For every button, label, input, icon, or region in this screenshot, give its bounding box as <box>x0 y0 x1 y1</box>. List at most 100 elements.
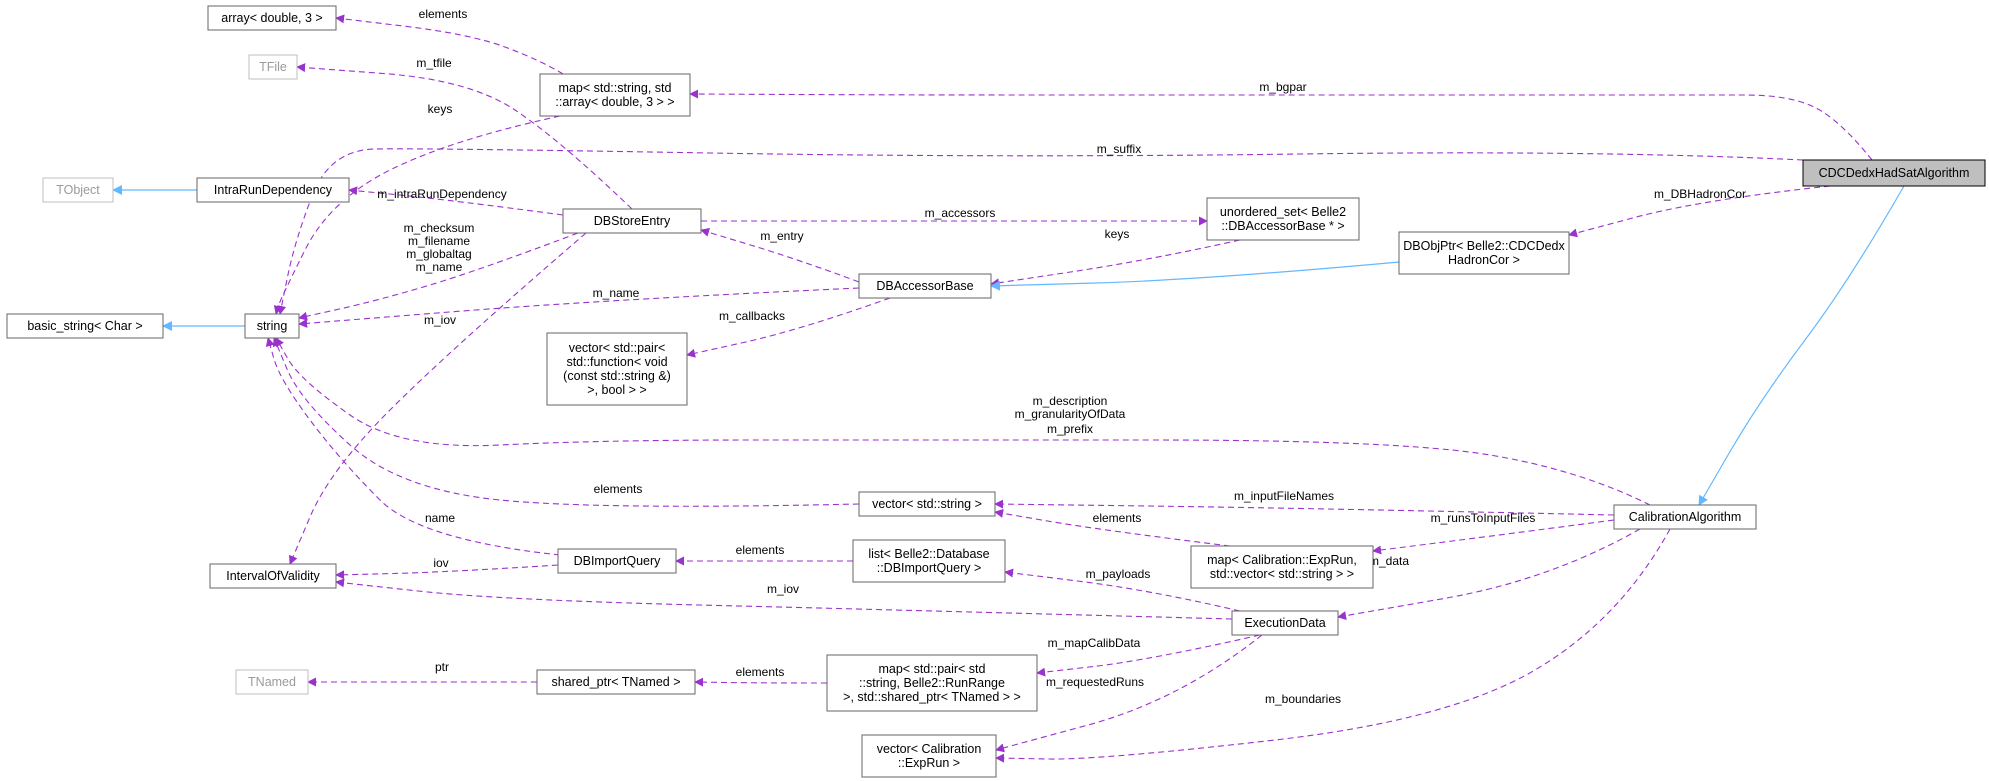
edge-executiondata-to-list-dbimport <box>1004 568 1241 612</box>
edge-dbimportquery-to-string <box>265 337 561 556</box>
edge-dbaccessorbase-to-string <box>298 287 860 328</box>
edge-map-calib-exprun-to-vector-string <box>994 508 1231 547</box>
node-label: DBAccessorBase <box>876 279 973 293</box>
edge-label: m_boundaries <box>1265 692 1341 706</box>
node-box <box>1802 159 1986 187</box>
edge-label: m_name <box>416 260 463 274</box>
edge-dbaccessorbase-to-vector-pair <box>686 297 891 358</box>
node-box <box>42 177 114 203</box>
edge-label: m_iov <box>424 313 456 327</box>
node-box <box>546 332 688 406</box>
edge-cdcdedx-to-map-bgpar <box>689 89 1873 161</box>
node-box <box>536 669 696 695</box>
node-label: std::function< void <box>566 355 667 369</box>
node-cdcdedx[interactable]: CDCDedxHadSatAlgorithm <box>1802 159 1986 187</box>
edge-label: m_mapCalibData <box>1048 636 1141 650</box>
node-intrarundependency[interactable]: IntraRunDependency <box>196 177 350 203</box>
node-vector-exprun[interactable]: vector< Calibration::ExpRun > <box>861 734 997 778</box>
node-box <box>235 669 309 695</box>
node-vector-pair[interactable]: vector< std::pair<std::function< void(co… <box>546 332 688 406</box>
node-label: ::DBImportQuery > <box>877 561 982 575</box>
node-tnamed[interactable]: TNamed <box>235 669 309 695</box>
node-label: DBObjPtr< Belle2::CDCDedx <box>1403 239 1565 253</box>
node-box <box>1190 545 1374 589</box>
edge-label: elements <box>1093 511 1142 525</box>
node-box <box>861 734 997 778</box>
node-label: IntraRunDependency <box>214 183 333 197</box>
edge-label: m_inputFileNames <box>1234 489 1334 503</box>
node-label: basic_string< Char > <box>27 319 142 333</box>
node-string[interactable]: string <box>244 313 300 339</box>
edge-label: m_data <box>1369 554 1409 568</box>
edge-dbstoreentry-to-tfile <box>296 63 633 210</box>
node-dbaccessorbase[interactable]: DBAccessorBase <box>858 273 992 299</box>
edge-label: m_requestedRuns <box>1046 675 1144 689</box>
node-box <box>826 654 1038 712</box>
edge-label: m_tfile <box>416 56 452 70</box>
node-unordered-set[interactable]: unordered_set< Belle2::DBAccessorBase * … <box>1206 197 1360 241</box>
node-map-calib-exprun[interactable]: map< Calibration::ExpRun,std::vector< st… <box>1190 545 1374 589</box>
node-label: TFile <box>259 60 287 74</box>
edge-label: elements <box>419 7 468 21</box>
node-dbstoreentry[interactable]: DBStoreEntry <box>562 208 702 234</box>
node-label: array< double, 3 > <box>221 11 322 25</box>
node-box <box>248 54 298 80</box>
node-label: shared_ptr< TNamed > <box>551 675 680 689</box>
node-label: string <box>257 319 288 333</box>
node-label: IntervalOfValidity <box>226 569 320 583</box>
node-label: (const std::string &) <box>563 369 671 383</box>
edge-label: iov <box>433 556 448 570</box>
node-box <box>539 73 691 117</box>
node-label: ::ExpRun > <box>898 756 960 770</box>
edge-vector-string-to-string <box>272 337 860 507</box>
edge-calibrationalgorithm-to-vector-string <box>994 499 1615 516</box>
edge-label: m_iov <box>767 582 799 596</box>
node-tfile[interactable]: TFile <box>248 54 298 80</box>
edge-calibrationalgorithm-to-string <box>275 337 1651 506</box>
edge-label: m_bgpar <box>1259 80 1306 94</box>
node-label: DBImportQuery <box>574 554 662 568</box>
node-vector-string[interactable]: vector< std::string > <box>858 491 996 517</box>
edge-label: m_filename <box>408 234 470 248</box>
edge-label: m_prefix <box>1047 422 1093 436</box>
edge-map-bgpar-to-array-double <box>335 14 564 75</box>
node-box <box>1206 197 1360 241</box>
node-basic-string[interactable]: basic_string< Char > <box>6 313 164 339</box>
node-map-pair[interactable]: map< std::pair< std::string, Belle2::Run… <box>826 654 1038 712</box>
node-map-bgpar[interactable]: map< std::string, std::array< double, 3 … <box>539 73 691 117</box>
node-box <box>852 539 1006 583</box>
edge-label: m_runsToInputFiles <box>1431 511 1536 525</box>
edges-layer <box>112 14 1905 763</box>
edge-cdcdedx-to-string <box>277 148 1804 315</box>
edge-dbstoreentry-to-intervalofvalidity <box>289 232 587 565</box>
node-label: TNamed <box>248 675 296 689</box>
node-executiondata[interactable]: ExecutionData <box>1231 610 1339 636</box>
node-label: CDCDedxHadSatAlgorithm <box>1819 166 1970 180</box>
edge-label: m_name <box>593 286 640 300</box>
node-label: vector< Calibration <box>877 742 982 756</box>
node-tobject[interactable]: TObject <box>42 177 114 203</box>
node-label: ::DBAccessorBase * > <box>1221 219 1344 233</box>
edge-label: m_accessors <box>925 206 996 220</box>
edge-dbobjptr-to-dbaccessorbase <box>990 261 1400 291</box>
node-array-double[interactable]: array< double, 3 > <box>207 5 337 31</box>
edge-executiondata-to-map-pair <box>1036 634 1261 677</box>
node-intervalofvalidity[interactable]: IntervalOfValidity <box>209 563 337 589</box>
node-box <box>209 563 337 589</box>
edge-labels-layer: elementsm_tfilem_bgparkeysm_suffixm_intr… <box>377 7 1746 706</box>
edge-label: m_entry <box>760 229 803 243</box>
edge-label: elements <box>594 482 643 496</box>
node-label: HadronCor > <box>1448 253 1520 267</box>
node-box <box>1231 610 1339 636</box>
node-label: TObject <box>56 183 100 197</box>
node-list-dbimport[interactable]: list< Belle2::Database::DBImportQuery > <box>852 539 1006 583</box>
node-shared-ptr[interactable]: shared_ptr< TNamed > <box>536 669 696 695</box>
node-dbimportquery[interactable]: DBImportQuery <box>557 548 677 574</box>
node-box <box>196 177 350 203</box>
node-calibrationalgorithm[interactable]: CalibrationAlgorithm <box>1613 504 1757 530</box>
edge-label: elements <box>736 543 785 557</box>
node-label: std::vector< std::string > > <box>1210 567 1354 581</box>
